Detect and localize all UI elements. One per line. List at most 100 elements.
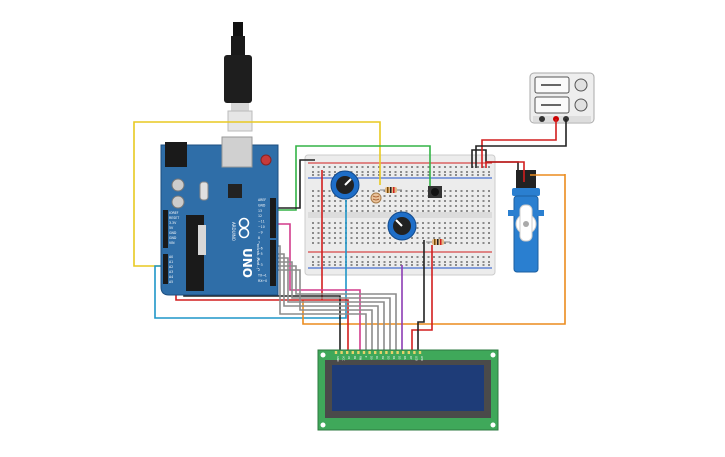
breadboard-hole — [334, 166, 336, 168]
lcd-pin[interactable] — [340, 351, 343, 354]
breadboard-hole — [328, 222, 331, 224]
wire-gray-4[interactable] — [276, 265, 397, 350]
wire-red-servo[interactable] — [485, 161, 525, 182]
breadboard-hole — [422, 264, 424, 266]
breadboard-hole — [350, 237, 353, 239]
power-supply[interactable] — [529, 72, 595, 124]
lcd-pin[interactable] — [334, 351, 338, 354]
resistor-2[interactable] — [426, 239, 450, 245]
breadboard-hole — [317, 195, 320, 197]
breadboard-hole — [444, 256, 446, 258]
breadboard-hole — [466, 242, 468, 244]
breadboard-hole — [372, 261, 375, 263]
breadboard-hole — [433, 174, 435, 176]
lcd-pin[interactable] — [368, 351, 371, 354]
breadboard-hole — [416, 264, 419, 266]
lcd-pin[interactable] — [396, 351, 399, 354]
breadboard-hole — [378, 222, 380, 224]
breadboard-hole — [361, 174, 364, 176]
breadboard-hole — [350, 256, 353, 258]
servo-motor[interactable] — [508, 170, 544, 273]
wire-gray-3[interactable] — [276, 261, 391, 350]
lcd-pin[interactable] — [390, 351, 394, 354]
breadboard-hole — [394, 174, 397, 176]
breadboard-hole — [449, 195, 452, 197]
wire-black-top[interactable] — [276, 159, 315, 209]
arduino-pin-label: ~9 — [258, 230, 263, 234]
lcd-pin[interactable] — [357, 351, 360, 354]
wire-gray-1[interactable] — [276, 253, 379, 350]
breadboard-hole — [405, 200, 408, 202]
breadboard-hole — [317, 264, 320, 266]
breadboard-hole — [323, 227, 325, 229]
wire-yellow[interactable] — [133, 121, 381, 267]
breadboard-hole — [350, 264, 353, 266]
wire-blue-a0[interactable] — [154, 200, 347, 319]
breadboard-hole — [477, 261, 479, 263]
photoresistor[interactable] — [370, 192, 382, 204]
breadboard-hole — [416, 171, 419, 173]
breadboard-hole — [460, 264, 463, 266]
breadboard-hole — [361, 256, 364, 258]
breadboard-hole — [312, 166, 314, 168]
breadboard-hole — [466, 210, 468, 212]
lcd-pin[interactable] — [385, 351, 388, 354]
lcd-pin-label: GND — [336, 356, 339, 362]
lcd-pin[interactable] — [362, 351, 366, 354]
lcd-pin[interactable] — [418, 351, 422, 354]
lcd-pin[interactable] — [374, 351, 377, 354]
lcd-pin[interactable] — [413, 351, 416, 354]
breadboard-hole — [449, 166, 452, 168]
breadboard-hole — [466, 200, 468, 202]
wire-red-lcd[interactable] — [411, 245, 433, 350]
breadboard-hole — [482, 205, 485, 207]
breadboard-hole — [328, 232, 331, 234]
breadboard-hole — [449, 237, 452, 239]
arduino-pin-label: VIN — [169, 241, 175, 245]
lcd-pin-label: RS — [353, 356, 356, 360]
wire-black-lcd[interactable] — [417, 240, 425, 350]
wire-orange[interactable] — [302, 174, 566, 325]
breadboard-hole — [394, 261, 397, 263]
breadboard-hole — [312, 195, 314, 197]
breadboard-hole — [482, 242, 485, 244]
wire-black-servo[interactable] — [471, 149, 519, 180]
wire-gray-5[interactable] — [276, 269, 373, 350]
breadboard-hole — [372, 242, 375, 244]
breadboard-hole — [389, 256, 391, 258]
potentiometer-2[interactable] — [387, 211, 417, 241]
lcd-pin[interactable] — [351, 351, 354, 354]
lcd-pin[interactable] — [379, 351, 382, 354]
pushbutton[interactable] — [428, 186, 442, 198]
breadboard-hole — [460, 237, 463, 239]
potentiometer-1[interactable] — [330, 170, 360, 200]
breadboard-hole — [339, 256, 342, 258]
wire-green[interactable] — [278, 145, 431, 211]
breadboard-hole — [455, 242, 457, 244]
usb-cable[interactable] — [224, 22, 253, 132]
lcd-pin[interactable] — [402, 351, 405, 354]
breadboard-hole — [328, 171, 331, 173]
wire-black-supply[interactable] — [475, 119, 567, 168]
breadboard-hole — [312, 227, 314, 229]
wire-gray-2[interactable] — [276, 257, 385, 350]
breadboard-hole — [422, 222, 424, 224]
breadboard-hole — [339, 261, 342, 263]
breadboard-hole — [416, 200, 419, 202]
resistor-1[interactable] — [380, 187, 402, 193]
breadboard-hole — [460, 171, 463, 173]
wire-gray-6[interactable] — [276, 245, 367, 350]
arduino-uno-board[interactable]: UNO ARDUINO DIGITAL (PWM~) IOREFRESET3.3… — [160, 136, 279, 296]
breadboard-hole — [323, 256, 325, 258]
lcd-pin-label: RW — [358, 356, 361, 361]
breadboard-hole — [372, 210, 375, 212]
lcd-pin[interactable] — [407, 351, 410, 354]
breadboard-hole — [433, 166, 435, 168]
lcd-pin[interactable] — [346, 351, 349, 354]
breadboard-hole — [471, 264, 474, 266]
wire-red-supply[interactable] — [481, 119, 557, 168]
breadboard-hole — [361, 210, 364, 212]
breadboard-hole — [367, 166, 369, 168]
